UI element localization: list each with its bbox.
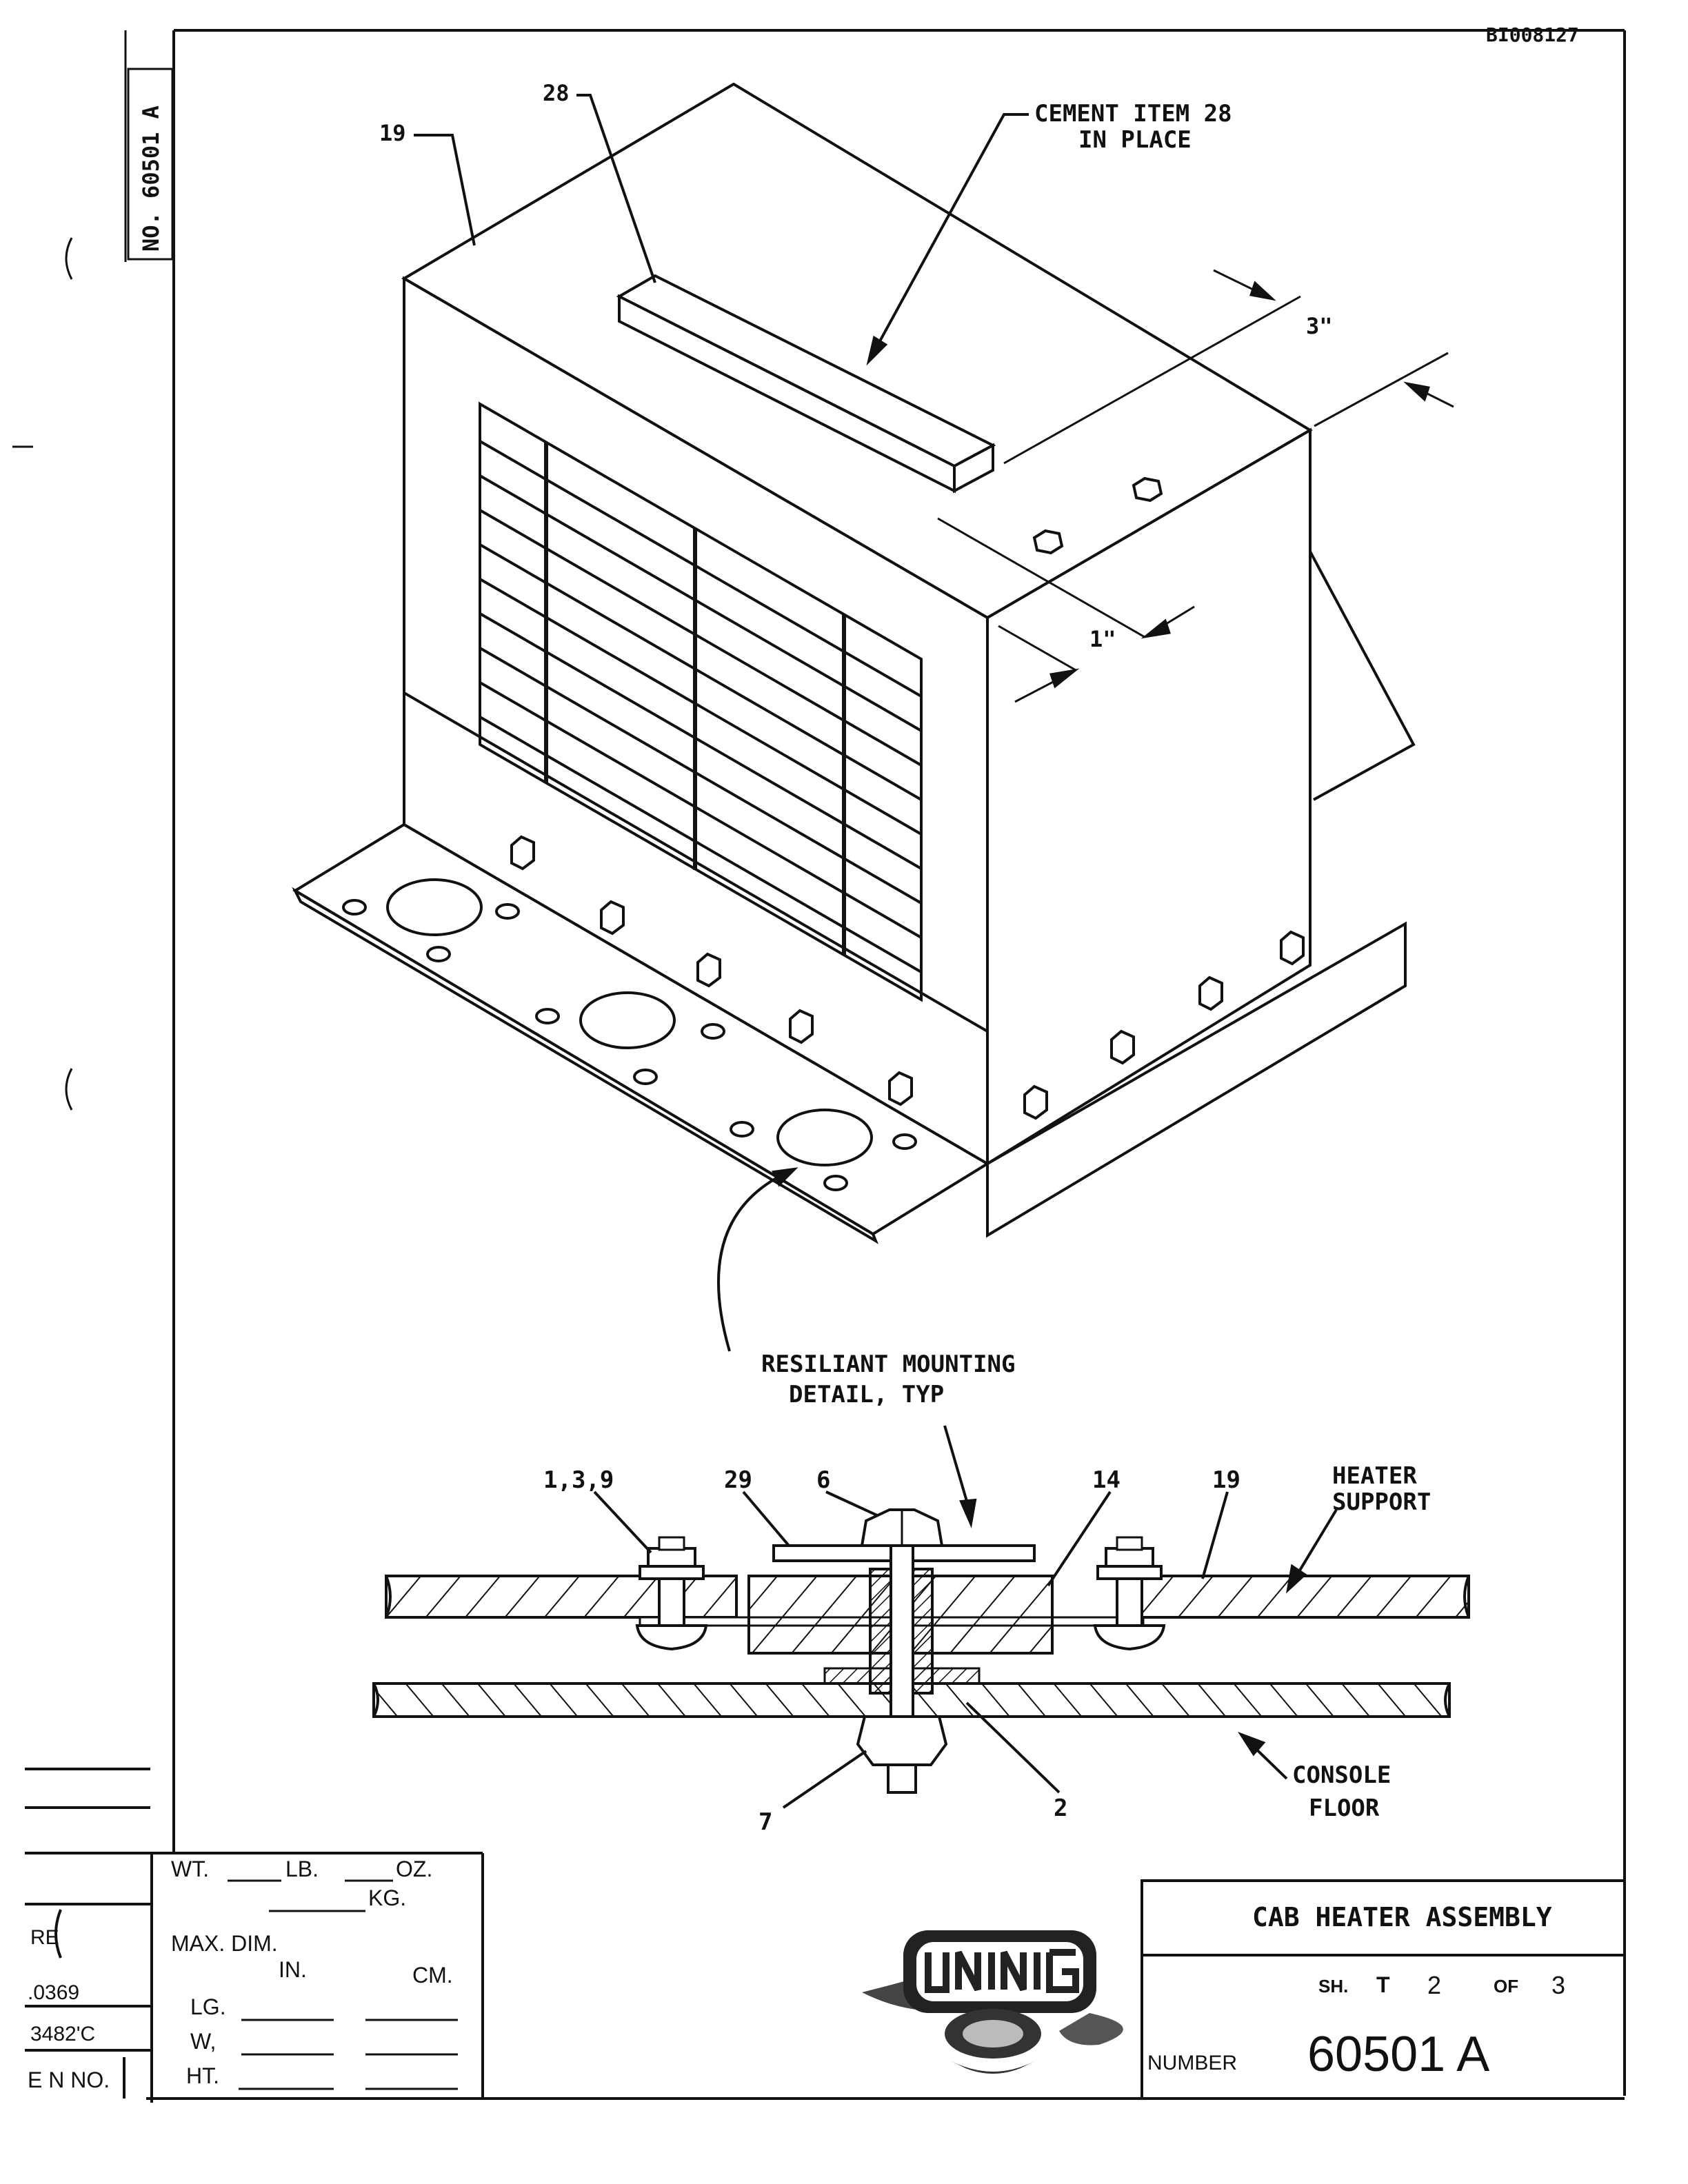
title-block [1141,1879,1625,2099]
margin-number: NO. 60501 A [138,105,164,252]
drawing-number: 60501 A [1307,2027,1489,2082]
callout-resilient-line1: RESILIANT MOUNTING [761,1351,1015,1378]
sheet-number: 2 [1427,1971,1441,1999]
width-label: W, [190,2029,216,2054]
sheet-label: SH. [1318,1976,1348,1996]
max-dim-label: MAX. DIM. [171,1931,278,1956]
detail-heater-line1: HEATER [1332,1462,1417,1490]
margin-number-box: NO. 60501 A [127,68,174,261]
callout-item-19-top: 19 [379,120,406,146]
detail-item-2: 2 [1054,1794,1067,1822]
callout-item-28: 28 [543,80,570,106]
union-logo-stamp [862,1930,1123,2074]
ounces-label: OZ. [396,1857,432,1881]
revision-column [25,1768,150,2099]
punch-marks [12,237,73,1111]
inches-label: IN. [279,1957,307,1982]
detail-console-line1: CONSOLE [1292,1761,1391,1789]
detail-item-6: 6 [816,1466,830,1494]
sheet-border [124,29,1626,2103]
number-label: NUMBER [1147,2052,1237,2074]
height-label: HT. [186,2063,219,2088]
engineering-number-label: E N NO. [28,2067,110,2092]
dimension-3-inch: 3" [1306,313,1333,339]
centimeters-label: CM. [412,1963,453,1988]
callout-resilient-line2: DETAIL, TYP [789,1381,944,1408]
callout-cement-line1: CEMENT ITEM 28 [1034,100,1232,128]
detail-item-14: 14 [1092,1466,1121,1494]
kilograms-label: KG. [368,1885,406,1910]
sheet-t-label: T [1376,1972,1390,1997]
detail-item-1-3-9: 1,3,9 [543,1466,614,1494]
revision-label: RE [30,1926,59,1949]
detail-item-7: 7 [758,1808,772,1836]
drawing-title: CAB HEATER ASSEMBLY [1252,1902,1552,1932]
detail-console-line2: FLOOR [1309,1794,1380,1822]
dimension-1-inch: 1" [1089,626,1116,652]
of-label: OF [1494,1976,1518,1996]
detail-item-19: 19 [1212,1466,1240,1494]
resilient-mounting-section [372,1425,1470,1809]
weight-label: WT. [171,1857,209,1881]
detail-heater-line2: SUPPORT [1332,1488,1431,1516]
sheet-total: 3 [1551,1971,1565,1999]
revision-number-1: .0369 [28,1981,79,2004]
pounds-label: LB. [285,1857,319,1881]
corner-id: BI008127 [1486,23,1579,46]
detail-item-29: 29 [724,1466,752,1494]
heater-isometric-view [292,82,1454,1352]
callout-cement-line2: IN PLACE [1078,126,1192,154]
revision-number-2: 3482'C [30,2023,95,2045]
length-label: LG. [190,1994,226,2019]
weights-block [152,1852,484,2099]
